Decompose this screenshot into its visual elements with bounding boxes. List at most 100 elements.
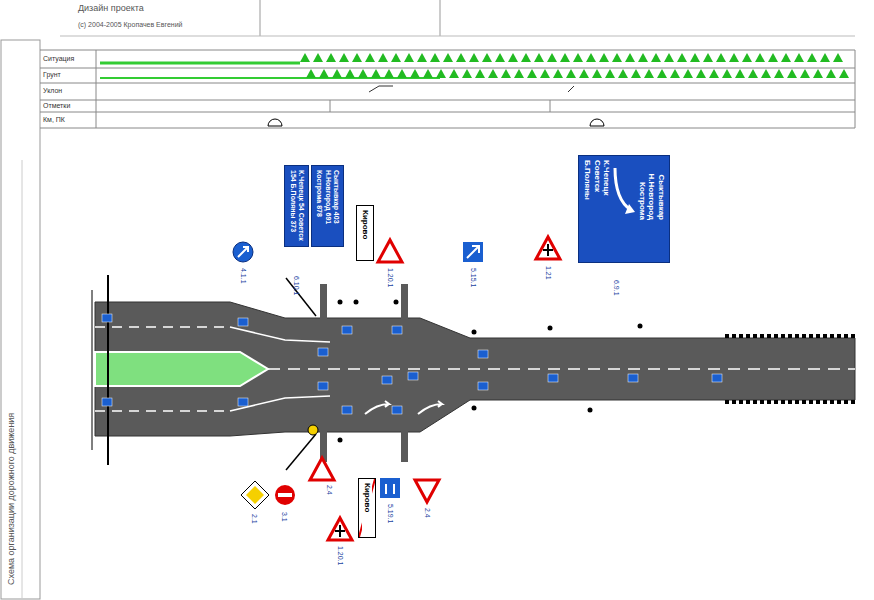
tree-symbol	[423, 69, 433, 78]
tree-symbol	[612, 53, 622, 62]
sign-code: 2.4	[423, 508, 432, 518]
culvert-symbol	[590, 119, 604, 126]
tree-symbol	[644, 69, 654, 78]
tree-symbol	[521, 53, 531, 62]
tree-symbol	[306, 69, 316, 78]
sign-code: 4.1.1	[239, 268, 248, 284]
curb-hatch	[725, 334, 855, 338]
road-surface	[95, 302, 855, 436]
tree-symbol	[566, 69, 576, 78]
curb-hatch	[725, 400, 855, 404]
tree-symbol	[586, 53, 596, 62]
profile-strip	[40, 50, 855, 128]
tree-symbol	[332, 69, 342, 78]
tree-symbol	[547, 53, 557, 62]
priority-sign	[246, 486, 264, 504]
tree-symbol	[326, 53, 336, 62]
tree-symbol	[670, 69, 680, 78]
tree-symbol	[657, 69, 667, 78]
marking-icon	[342, 326, 352, 334]
marking-icon	[318, 348, 328, 356]
direction-sign: Сыктывкар Н.Новгород КостромаК.Чепецк Со…	[578, 155, 670, 263]
lane-sign	[463, 242, 483, 262]
direction-sign: К.Чепецк 54 Советск 154 Б.Поляны 373	[284, 165, 309, 247]
tree-symbol	[761, 69, 771, 78]
side-road	[320, 284, 327, 320]
tree-symbol	[469, 53, 479, 62]
sign-arrow	[611, 160, 637, 220]
tree-symbol	[781, 53, 791, 62]
tree-symbol	[813, 69, 823, 78]
strip-label: Дизайн проекта	[78, 3, 144, 14]
tree-symbol	[638, 53, 648, 62]
delineator	[548, 326, 553, 331]
tree-symbol	[820, 53, 830, 62]
tree-symbol	[839, 69, 849, 78]
tree-symbol	[768, 53, 778, 62]
delineator	[472, 406, 477, 411]
tree-symbol	[664, 53, 674, 62]
tree-symbol	[495, 53, 505, 62]
lane-marking	[230, 327, 330, 342]
project-start	[92, 290, 93, 450]
slope-mark	[369, 86, 574, 92]
sign-code: 3.1	[280, 512, 289, 522]
tree-symbol	[514, 69, 524, 78]
tree-symbol	[599, 53, 609, 62]
no-entry-bar	[278, 493, 292, 497]
marking-icon	[408, 372, 418, 380]
marking-icon	[102, 398, 112, 406]
tree-symbol	[436, 69, 446, 78]
warning-sign	[536, 237, 560, 259]
delineator	[588, 408, 593, 413]
strip-label: Уклон	[43, 86, 62, 95]
sign-code: 5.19.1	[386, 504, 395, 523]
direction-sign: Сыктывкар 403 Н.Новгород 691 Кострома 87…	[311, 165, 344, 247]
sign-code: 1.21	[544, 266, 553, 280]
sign-code: 6.9.1	[612, 280, 621, 296]
tree-symbol	[573, 53, 583, 62]
sign-arrow	[386, 484, 394, 494]
tree-symbol	[677, 53, 687, 62]
tree-symbol	[553, 69, 563, 78]
tree-symbol	[722, 69, 732, 78]
yield-sign	[415, 480, 439, 502]
project-start	[107, 275, 109, 465]
side-road	[401, 430, 408, 462]
tree-symbol	[735, 69, 745, 78]
lane-marking	[95, 326, 230, 328]
tree-symbol	[482, 53, 492, 62]
median	[95, 352, 268, 386]
marking-icon	[392, 406, 402, 414]
strip-label: Ситуация	[43, 54, 74, 63]
tree-symbol	[579, 69, 589, 78]
tree-symbol	[774, 69, 784, 78]
cancel-stripe	[359, 479, 375, 537]
marking-icon	[712, 374, 722, 382]
sign-code: 1.20.1	[386, 268, 395, 287]
tree-symbol	[748, 69, 758, 78]
sign-arrow	[238, 247, 248, 257]
ramp-edge	[286, 434, 316, 470]
delineator	[472, 330, 477, 335]
tree-symbol	[417, 53, 427, 62]
tree-symbol	[397, 69, 407, 78]
tree-symbol	[488, 69, 498, 78]
tree-symbol	[651, 53, 661, 62]
frame-line	[440, 0, 441, 36]
tree-symbol	[592, 69, 602, 78]
cross-symbol	[543, 244, 553, 256]
marking-icon	[478, 382, 488, 390]
marking-icon	[238, 318, 248, 326]
tree-symbol	[449, 69, 459, 78]
marking-icon	[102, 314, 112, 322]
sign-face: К.Чепецк 54 Советск 154 Б.Поляны 373	[285, 166, 308, 246]
marking-icon	[238, 398, 248, 406]
sign-face: Сыктывкар Н.Новгород КостромаК.Чепецк Со…	[579, 156, 669, 224]
tree-symbol	[319, 69, 329, 78]
tree-symbol	[625, 53, 635, 62]
delineator	[394, 300, 399, 305]
sign-text: Сыктывкар 403 Н.Новгород 691 Кострома 87…	[315, 170, 340, 242]
sign-code: 2.1	[250, 514, 259, 524]
